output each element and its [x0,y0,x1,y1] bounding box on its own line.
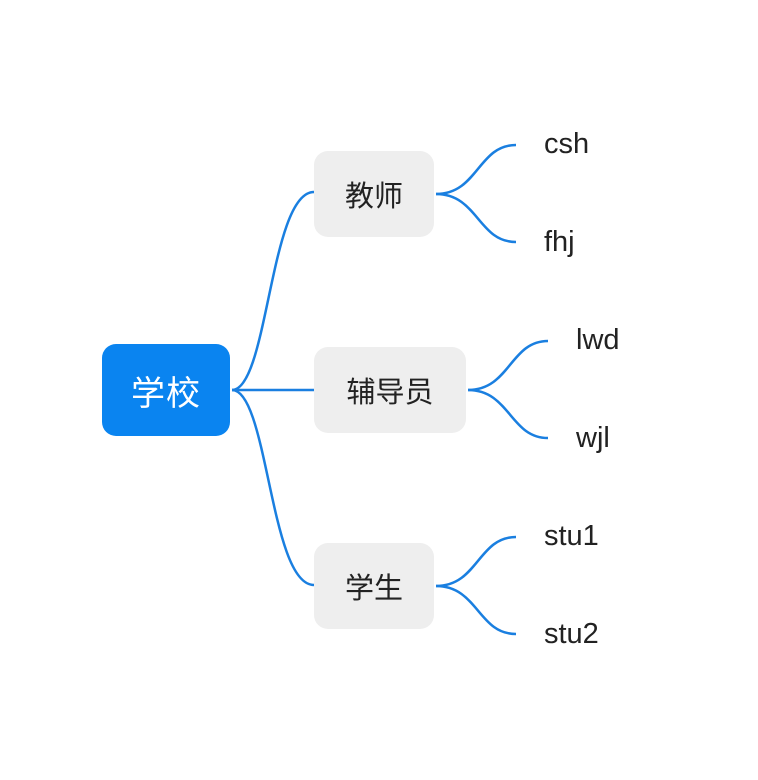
branch-node-counselor[interactable]: 辅导员 [314,347,466,433]
leaf-node-label: wjl [576,421,610,454]
connector-student-to-stu1 [435,535,517,588]
branch-node-label: 学生 [344,571,403,605]
connector-teacher-to-fhj [435,192,517,244]
connector-counselor-to-wjl [467,388,549,440]
leaf-node-fhj[interactable]: fhj [544,222,575,262]
branch-node-label: 辅导员 [346,375,434,409]
leaf-node-label: stu2 [544,617,599,650]
connector-counselor-to-lwd [467,339,549,392]
connector-root-to-student [231,388,315,587]
branch-node-student[interactable]: 学生 [314,543,434,629]
leaf-node-label: csh [544,127,590,160]
leaf-node-stu1[interactable]: stu1 [544,516,599,556]
branch-node-label: 教师 [344,179,403,213]
connector-root-to-teacher [231,190,315,392]
connector-teacher-to-csh [435,143,517,196]
root-node-label: 学校 [131,373,201,414]
root-node-school[interactable]: 学校 [102,344,230,436]
connector-student-to-stu2 [435,584,517,636]
leaf-node-csh[interactable]: csh [544,124,589,164]
branch-node-teacher[interactable]: 教师 [314,151,434,237]
leaf-node-label: fhj [544,225,575,258]
leaf-node-stu2[interactable]: stu2 [544,614,599,654]
leaf-node-label: lwd [576,323,620,356]
leaf-node-lwd[interactable]: lwd [576,320,620,360]
leaf-node-label: stu1 [544,519,599,552]
leaf-node-wjl[interactable]: wjl [576,418,610,458]
